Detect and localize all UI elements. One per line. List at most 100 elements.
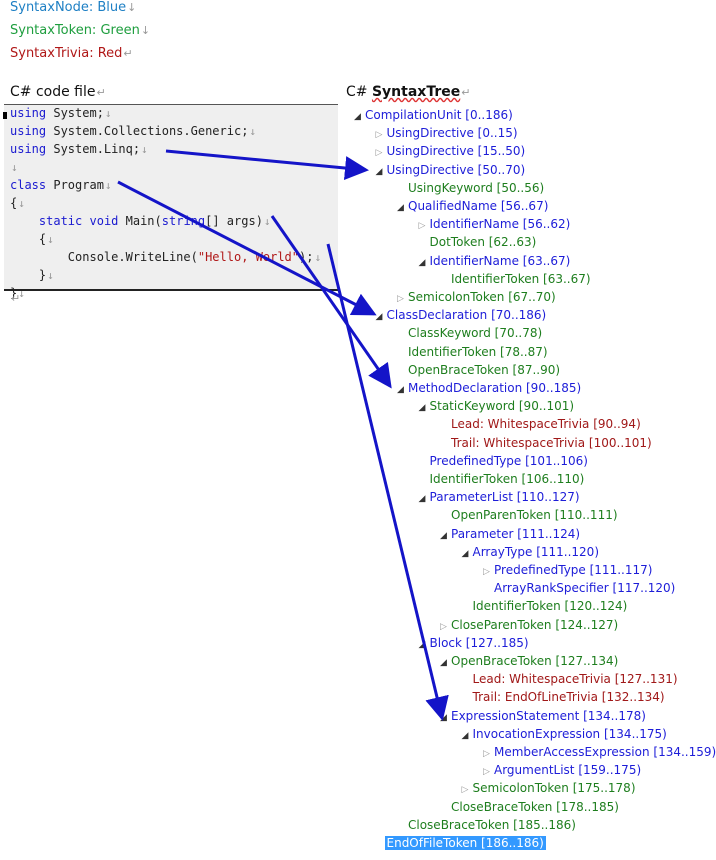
- tree-item[interactable]: ▷Lead: WhitespaceTrivia [90..94): [440, 415, 641, 433]
- code-text: Console.WriteLine(: [10, 250, 198, 264]
- mapping-arrow: [117, 180, 377, 316]
- collapse-triangle-icon[interactable]: ▷: [375, 130, 383, 141]
- tree-item[interactable]: ▷CloseBraceToken [178..185): [440, 798, 619, 816]
- collapse-triangle-icon[interactable]: ▷: [483, 767, 490, 778]
- code-string: "Hello, World": [197, 250, 299, 264]
- tree-item[interactable]: ◢UsingDirective [50..70): [376, 161, 526, 179]
- tree-item-label: UsingDirective [0..15): [386, 126, 518, 141]
- tree-item-label: CloseParenToken [124..127): [451, 617, 619, 632]
- tree-item[interactable]: ▷SemicolonToken [175..178): [462, 779, 636, 797]
- expand-triangle-icon[interactable]: ◢: [461, 548, 469, 559]
- expand-triangle-icon[interactable]: ◢: [418, 494, 426, 505]
- expand-triangle-icon[interactable]: ◢: [354, 112, 361, 122]
- tree-item[interactable]: ◢Parameter [111..124): [440, 525, 580, 543]
- tree-item[interactable]: ▷UsingKeyword [50..56): [397, 179, 544, 197]
- collapse-triangle-icon[interactable]: ▷: [461, 785, 469, 796]
- tree-item[interactable]: ▷ CloseParenToken [124..127): [440, 616, 618, 634]
- tree-item[interactable]: ▷UsingDirective [15..50): [376, 142, 526, 160]
- tree-item[interactable]: ▷Trail: WhitespaceTrivia [100..101): [440, 434, 652, 452]
- tree-item[interactable]: ▷MemberAccessExpression [134..159): [483, 743, 716, 761]
- expand-triangle-icon[interactable]: ◢: [397, 203, 404, 213]
- tree-item[interactable]: ▷Lead: WhitespaceTrivia [127..131): [462, 670, 678, 688]
- tree-item[interactable]: ▷OpenBraceToken [87..90): [397, 361, 560, 379]
- code-file-heading: C# code file↵: [10, 84, 106, 100]
- line-break-icon: ↓: [18, 287, 25, 300]
- code-line: static void Main(string[] args)↓: [10, 212, 271, 230]
- code-line: using System;↓: [10, 104, 112, 122]
- expand-triangle-icon[interactable]: ◢: [440, 530, 447, 541]
- tree-item[interactable]: ▷EndOfFileToken [186..186): [376, 834, 546, 852]
- collapse-triangle-icon[interactable]: ▷: [440, 621, 447, 632]
- legend-syntax-node: SyntaxNode: Blue↓: [10, 0, 136, 15]
- code-text: {: [10, 196, 18, 210]
- tree-item[interactable]: ◢InvocationExpression [134..175): [462, 725, 667, 743]
- expand-triangle-icon[interactable]: ◢: [375, 166, 383, 177]
- tree-item[interactable]: ▷UsingDirective [0..15): [376, 124, 518, 142]
- collapse-triangle-icon[interactable]: ▷: [483, 567, 490, 577]
- tree-item[interactable]: ▷IdentifierName [56..62): [419, 215, 571, 233]
- tree-item[interactable]: ▷CloseBraceToken [185..186): [397, 816, 576, 834]
- code-line: {↓: [10, 230, 54, 248]
- arrow-glyph-icon: ↓: [127, 1, 137, 14]
- tree-item[interactable]: ▷PredefinedType [111..117): [483, 561, 652, 579]
- tree-item-label: IdentifierName [63..67): [429, 253, 571, 268]
- tree-item[interactable]: ▷DotToken [62..63): [419, 233, 537, 251]
- tree-item-label: SemicolonToken [175..178): [472, 781, 636, 796]
- tree-item[interactable]: ◢QualifiedName [56..67): [397, 197, 548, 215]
- tree-item[interactable]: ▷SemicolonToken [67..70): [397, 288, 556, 306]
- collapse-triangle-icon[interactable]: ▷: [375, 148, 383, 159]
- line-break-icon: ↓: [141, 143, 148, 156]
- tree-item-label: CloseBraceToken [178..185): [451, 799, 619, 814]
- tree-item[interactable]: ▷PredefinedType [101..106): [419, 452, 588, 470]
- tree-item[interactable]: ▷ArrayRankSpecifier [117..120): [483, 579, 675, 597]
- expand-triangle-icon[interactable]: ◢: [440, 658, 447, 668]
- tree-item[interactable]: ▷OpenParenToken [110..111): [440, 506, 618, 524]
- code-text: }: [10, 268, 47, 282]
- tree-item-label: OpenParenToken [110..111): [451, 508, 618, 523]
- arrow-glyph-icon: ↓: [140, 24, 151, 37]
- paragraph-mark-icon: ↵: [96, 86, 106, 99]
- tree-item[interactable]: ▷ ArgumentList [159..175): [483, 761, 641, 779]
- tree-item-label: ArrayRankSpecifier [117..120): [494, 581, 676, 596]
- tree-item-label: UsingKeyword [50..56): [408, 180, 545, 195]
- tree-item-label: CompilationUnit [0..186): [365, 108, 513, 122]
- collapse-triangle-icon[interactable]: ▷: [397, 294, 404, 304]
- expand-triangle-icon[interactable]: ◢: [418, 257, 426, 268]
- tree-item[interactable]: ▷IdentifierToken [120..124): [462, 597, 628, 615]
- line-break-icon: ↓: [104, 179, 112, 192]
- syntax-tree-title-prefix: C#: [346, 84, 372, 100]
- tree-item[interactable]: ▷IdentifierToken [78..87): [397, 343, 548, 361]
- tree-item-label: ArgumentList [159..175): [494, 763, 642, 778]
- tree-item[interactable]: ▷IdentifierToken [63..67): [440, 270, 591, 288]
- paragraph-mark-icon: ↵: [461, 86, 471, 99]
- collapse-triangle-icon[interactable]: ▷: [483, 749, 490, 759]
- code-text: System.Collections.Generic;: [46, 124, 249, 138]
- tree-item[interactable]: ◢StaticKeyword [90..101): [419, 397, 575, 415]
- expand-triangle-icon[interactable]: ◢: [418, 403, 426, 414]
- code-file-title: C# code file: [10, 84, 96, 100]
- collapse-triangle-icon[interactable]: ▷: [418, 221, 426, 232]
- tree-item[interactable]: ▷ClassKeyword [70..78): [397, 324, 542, 342]
- tree-item[interactable]: ◢Block [127..185): [419, 634, 529, 652]
- line-break-icon: ↓: [11, 161, 18, 174]
- tree-item[interactable]: ◢OpenBraceToken [127..134): [440, 652, 618, 670]
- tree-item[interactable]: ◢IdentifierName [63..67): [419, 252, 571, 270]
- tree-item[interactable]: ▷Trail: EndOfLineTrivia [132..134): [462, 688, 665, 706]
- tree-item[interactable]: ◢MethodDeclaration [90..185): [397, 379, 581, 397]
- tree-item-label: ParameterList [110..127): [429, 490, 580, 505]
- expand-triangle-icon[interactable]: ◢: [461, 730, 469, 741]
- tree-item-label: Trail: WhitespaceTrivia [100..101): [451, 435, 652, 450]
- tree-item[interactable]: ◢ClassDeclaration [70..186): [376, 306, 547, 324]
- tree-item[interactable]: ◢ParameterList [110..127): [419, 488, 580, 506]
- tree-item[interactable]: ◢ArrayType [111..120): [462, 543, 600, 561]
- tree-item-label: ArrayType [111..120): [472, 544, 600, 559]
- tree-item[interactable]: ◢ CompilationUnit [0..186): [354, 106, 513, 124]
- expand-triangle-icon[interactable]: ◢: [375, 312, 383, 323]
- tree-item-label: IdentifierToken [106..110): [429, 472, 585, 486]
- code-keyword: string: [161, 214, 206, 228]
- code-keyword: using: [10, 124, 47, 138]
- expand-triangle-icon[interactable]: ◢: [397, 385, 404, 395]
- paragraph-mark-icon: ↵: [11, 292, 21, 305]
- tree-item[interactable]: ▷IdentifierToken [106..110): [419, 470, 585, 488]
- expand-triangle-icon[interactable]: ◢: [418, 639, 426, 650]
